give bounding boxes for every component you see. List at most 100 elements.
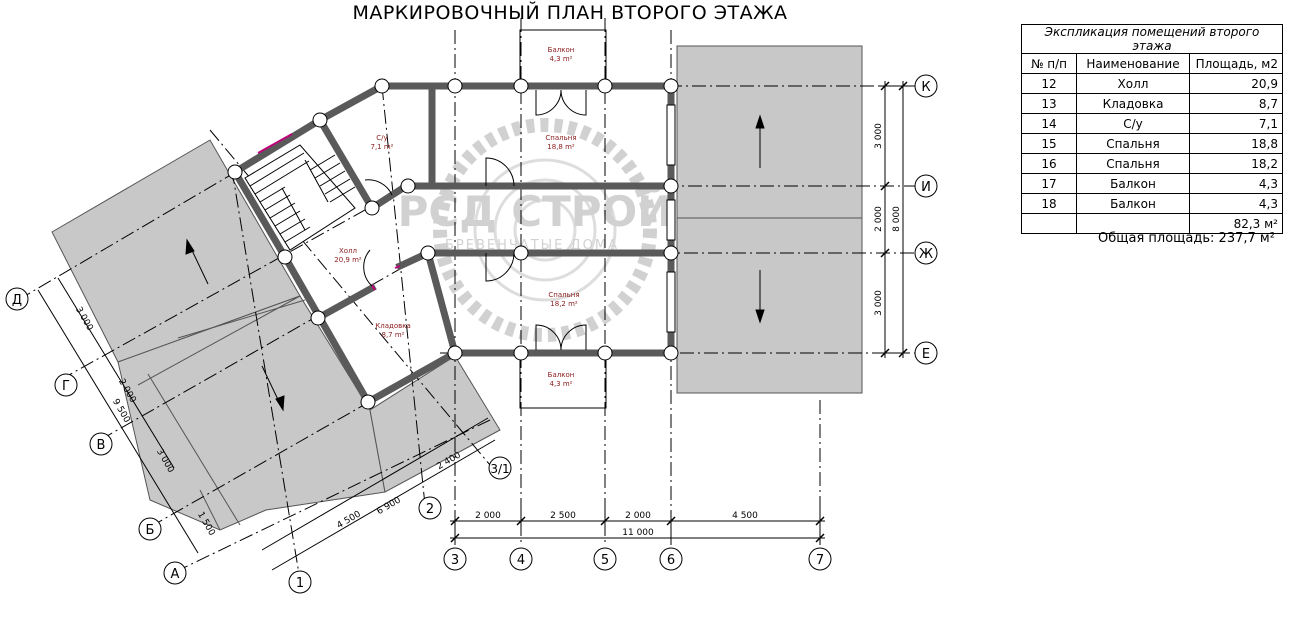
axis-marker-labels: К И Ж Е Д Г В Б А 3 4 5 6 7 1 2 3/1 bbox=[12, 80, 933, 591]
wall-storage-east bbox=[423, 248, 460, 358]
cell-num: 16 bbox=[1021, 153, 1077, 174]
cell-area: 4,3 bbox=[1189, 173, 1283, 194]
watermark: РСД СТРОЙ БРЕВЕНЧАТЫЕ ДОМА bbox=[398, 118, 673, 342]
cell-num: 17 bbox=[1021, 173, 1077, 194]
cell-area: 8,7 bbox=[1189, 93, 1283, 114]
slope-arrows bbox=[185, 114, 765, 412]
cell-name: Холл bbox=[1076, 73, 1190, 94]
dim-bottom-2: 2 500 bbox=[550, 511, 576, 521]
table-row: 18 Балкон 4,3 bbox=[1021, 193, 1283, 214]
cell-name: Спальня bbox=[1076, 153, 1190, 174]
cell-name: Кладовка bbox=[1076, 93, 1190, 114]
dim-bottom-3: 2 000 bbox=[625, 511, 651, 521]
room-balcony-top-area: 4,3 m² bbox=[550, 55, 573, 63]
dim-diag-1: 4 500 bbox=[335, 509, 363, 531]
table-row: 16 Спальня 18,2 bbox=[1021, 153, 1283, 174]
axis-label-k: К bbox=[921, 80, 930, 95]
wall-wc-west bbox=[315, 115, 377, 213]
table-subtotal-row: 82,3 м² bbox=[1021, 213, 1283, 234]
column-nodes bbox=[227, 78, 679, 410]
axis-label-5: 5 bbox=[601, 553, 609, 568]
cell-name: Балкон bbox=[1076, 173, 1190, 194]
cell-name: С/у bbox=[1076, 113, 1190, 134]
cell-area: 4,3 bbox=[1189, 193, 1283, 214]
room-wc-name: С/у bbox=[376, 134, 387, 142]
dim-right-total: 8 000 bbox=[892, 206, 902, 232]
cell-num: 18 bbox=[1021, 193, 1077, 214]
watermark-tagline: БРЕВЕНЧАТЫЕ ДОМА bbox=[445, 238, 619, 253]
table-row: 17 Балкон 4,3 bbox=[1021, 173, 1283, 194]
room-wc-area: 7,1 m² bbox=[371, 143, 394, 151]
roof-right-panel bbox=[676, 45, 863, 394]
dim-diag-total: 6 900 bbox=[375, 495, 403, 517]
cell-area: 18,8 bbox=[1189, 133, 1283, 154]
cell-name: Балкон bbox=[1076, 193, 1190, 214]
dimension-ticks bbox=[450, 81, 908, 543]
room-balcony-bottom-area: 4,3 m² bbox=[550, 380, 573, 388]
axis-label-a: А bbox=[171, 567, 180, 582]
axis-label-zh: Ж bbox=[919, 247, 933, 262]
axis-label-v: В bbox=[97, 438, 106, 453]
room-hall-area: 20,9 m² bbox=[334, 256, 362, 264]
table-row: 14 С/у 7,1 bbox=[1021, 113, 1283, 134]
header-num: № п/п bbox=[1021, 53, 1077, 74]
header-name: Наименование bbox=[1076, 53, 1190, 74]
axis-label-i: И bbox=[921, 180, 931, 195]
axis-label-6: 6 bbox=[667, 553, 675, 568]
table-row: 13 Кладовка 8,7 bbox=[1021, 93, 1283, 114]
explication-caption: Экспликация помещений второго этажа bbox=[1021, 24, 1283, 54]
total-area: Общая площадь: 237,7 м² bbox=[1098, 231, 1275, 246]
axis-label-b: Б bbox=[146, 523, 155, 538]
axis-label-2: 2 bbox=[426, 502, 434, 517]
dim-right-3: 3 000 bbox=[874, 290, 884, 316]
axis-label-7: 7 bbox=[816, 553, 824, 568]
axis-label-3-1: 3/1 bbox=[490, 462, 509, 476]
room-balcony-bottom-name: Балкон bbox=[548, 371, 575, 379]
room-labels: Балкон 4,3 m² Спальня 18,8 m² С/у 7,1 m²… bbox=[334, 46, 579, 388]
cell-name: Спальня bbox=[1076, 133, 1190, 154]
wall-south-west bbox=[363, 348, 460, 407]
room-storage-name: Кладовка bbox=[375, 322, 411, 330]
dim-bottom-4: 4 500 bbox=[732, 511, 758, 521]
room-bedroom-bottom-name: Спальня bbox=[548, 291, 579, 299]
cell-num: 13 bbox=[1021, 93, 1077, 114]
room-bedroom-top-area: 18,8 m² bbox=[547, 143, 575, 151]
watermark-brand: РСД СТРОЙ bbox=[398, 186, 673, 236]
roof-bottom-panel bbox=[369, 355, 501, 493]
dim-bottom-total: 11 000 bbox=[622, 528, 654, 538]
cell-area: 7,1 bbox=[1189, 113, 1283, 134]
dim-bottom-1: 2 000 bbox=[475, 511, 501, 521]
explication-table: Экспликация помещений второго этажа № п/… bbox=[1021, 24, 1283, 234]
wall-west-upper bbox=[230, 167, 290, 262]
page-title: МАРКИРОВОЧНЫЙ ПЛАН ВТОРОГО ЭТАЖА bbox=[352, 2, 788, 24]
dim-right-2: 2 000 bbox=[874, 206, 884, 232]
wall-storage-north bbox=[313, 283, 377, 323]
doors bbox=[363, 89, 587, 351]
header-area: Площадь, м2 bbox=[1189, 53, 1283, 74]
cell-area: 20,9 bbox=[1189, 73, 1283, 94]
table-row: 12 Холл 20,9 bbox=[1021, 73, 1283, 94]
subtotal-area: 82,3 м² bbox=[1189, 213, 1283, 234]
cell-num: 12 bbox=[1021, 73, 1077, 94]
axis-label-d: Д bbox=[12, 293, 22, 308]
wall-west-lower bbox=[280, 252, 373, 407]
table-row: 15 Спальня 18,8 bbox=[1021, 133, 1283, 154]
axis-label-e: Е bbox=[922, 347, 930, 362]
axis-markers bbox=[5, 74, 938, 594]
cell-num: 14 bbox=[1021, 113, 1077, 134]
cell-num: 15 bbox=[1021, 133, 1077, 154]
axis-label-3: 3 bbox=[451, 553, 459, 568]
axis-label-1: 1 bbox=[296, 576, 304, 591]
table-header-row: № п/п Наименование Площадь, м2 bbox=[1021, 53, 1283, 74]
room-bedroom-top-name: Спальня bbox=[545, 134, 576, 142]
room-storage-area: 8,7 m² bbox=[382, 331, 405, 339]
room-hall-name: Холл bbox=[339, 247, 357, 255]
staircase bbox=[244, 144, 356, 251]
axis-label-4: 4 bbox=[517, 553, 525, 568]
axis-label-g: Г bbox=[62, 379, 70, 394]
roof-panels bbox=[51, 45, 863, 531]
cell-area: 18,2 bbox=[1189, 153, 1283, 174]
dim-right-1: 3 000 bbox=[874, 123, 884, 149]
room-bedroom-bottom-area: 18,2 m² bbox=[550, 300, 578, 308]
